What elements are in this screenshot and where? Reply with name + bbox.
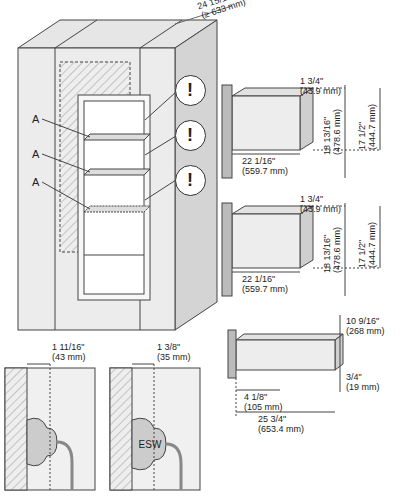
- dimension-label: 3/4": [346, 372, 362, 382]
- dimension-label: 25 3/4": [258, 414, 286, 424]
- dimension-label: (478.6 mm): [332, 109, 342, 155]
- warning-circle: !: [175, 120, 206, 151]
- dimension-label: (444.7 mm): [367, 222, 377, 268]
- dimension-label: (43.9 mm): [300, 204, 341, 214]
- dimension-label: 22 1/16": [242, 274, 275, 284]
- dimension-label: (43 mm): [52, 352, 86, 362]
- warning-circle: !: [175, 165, 206, 196]
- warning-mark: !: [187, 170, 193, 191]
- dimension-label: (43.9 mm): [300, 86, 341, 96]
- dimension-label: (559.7 mm): [242, 166, 288, 176]
- dimension-label: (105 mm): [244, 402, 283, 412]
- dimension-label: 18 13/16": [322, 117, 332, 155]
- dimension-label: 22 1/16": [242, 156, 275, 166]
- dimension-label: 1 11/16": [52, 342, 85, 352]
- dimension-label: 18 13/16": [322, 235, 332, 273]
- dimension-label: (35 mm): [157, 352, 191, 362]
- dimension-label: (478.6 mm): [332, 227, 342, 273]
- dimension-label: 17 1/2": [357, 240, 367, 268]
- dimension-label: (19 mm): [346, 382, 380, 392]
- dimension-label: (559.7 mm): [242, 284, 288, 294]
- dimension-label: 1 3/4": [300, 76, 323, 86]
- dimension-label: 17 1/2": [357, 122, 367, 150]
- dimension-label: (268 mm): [346, 326, 385, 336]
- dimension-label: 4 1/8": [244, 392, 267, 402]
- dimension-label: 1 3/8": [157, 342, 180, 352]
- warning-circle: !: [175, 75, 206, 106]
- part-letter: A: [32, 176, 39, 188]
- dimension-label: (653.4 mm): [258, 424, 304, 434]
- dimension-label: 1 3/4": [300, 194, 323, 204]
- dimension-label: (444.7 mm): [367, 104, 377, 150]
- plug-text: ESW: [139, 439, 162, 450]
- part-letter: A: [32, 148, 39, 160]
- part-letter: A: [32, 113, 39, 125]
- warning-mark: !: [187, 125, 193, 146]
- warning-mark: !: [187, 80, 193, 101]
- plug-label: ESW: [137, 438, 164, 451]
- dimension-label: 10 9/16": [346, 316, 379, 326]
